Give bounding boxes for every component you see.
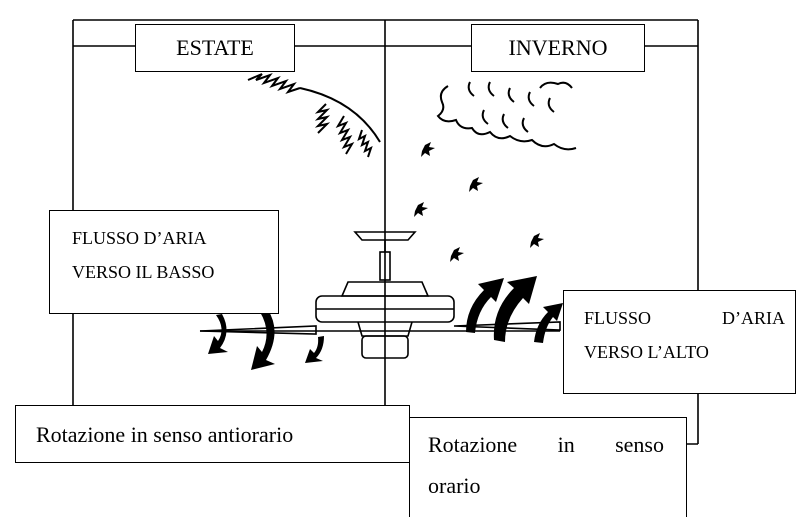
clockwise-rotation-label: Rotazione in senso orario <box>409 417 687 517</box>
downward-airflow-line1: FLUSSO D’ARIA <box>72 228 207 248</box>
downward-airflow-line2: VERSO IL BASSO <box>72 262 215 282</box>
cold-air-icon <box>436 81 577 151</box>
clockwise-rotation-line1: Rotazione in senso <box>428 432 664 457</box>
upward-airflow-line1: FLUSSO D’ARIA <box>584 308 785 328</box>
air-particles <box>414 142 544 262</box>
clockwise-rotation-line2: orario <box>428 473 481 498</box>
upward-airflow-line2: VERSO L’ALTO <box>584 342 709 362</box>
ceiling-fan-icon <box>199 231 561 359</box>
warm-air-icon <box>247 72 381 158</box>
summer-title: ESTATE <box>135 24 295 72</box>
up-arrow-icon <box>466 276 563 343</box>
down-arrow-icon <box>208 310 324 370</box>
winter-title: INVERNO <box>471 24 645 72</box>
counterclockwise-rotation-label: Rotazione in senso antiorario <box>15 405 410 463</box>
upward-airflow-label: FLUSSO D’ARIA VERSO L’ALTO <box>563 290 796 394</box>
downward-airflow-label: FLUSSO D’ARIA VERSO IL BASSO <box>49 210 279 314</box>
